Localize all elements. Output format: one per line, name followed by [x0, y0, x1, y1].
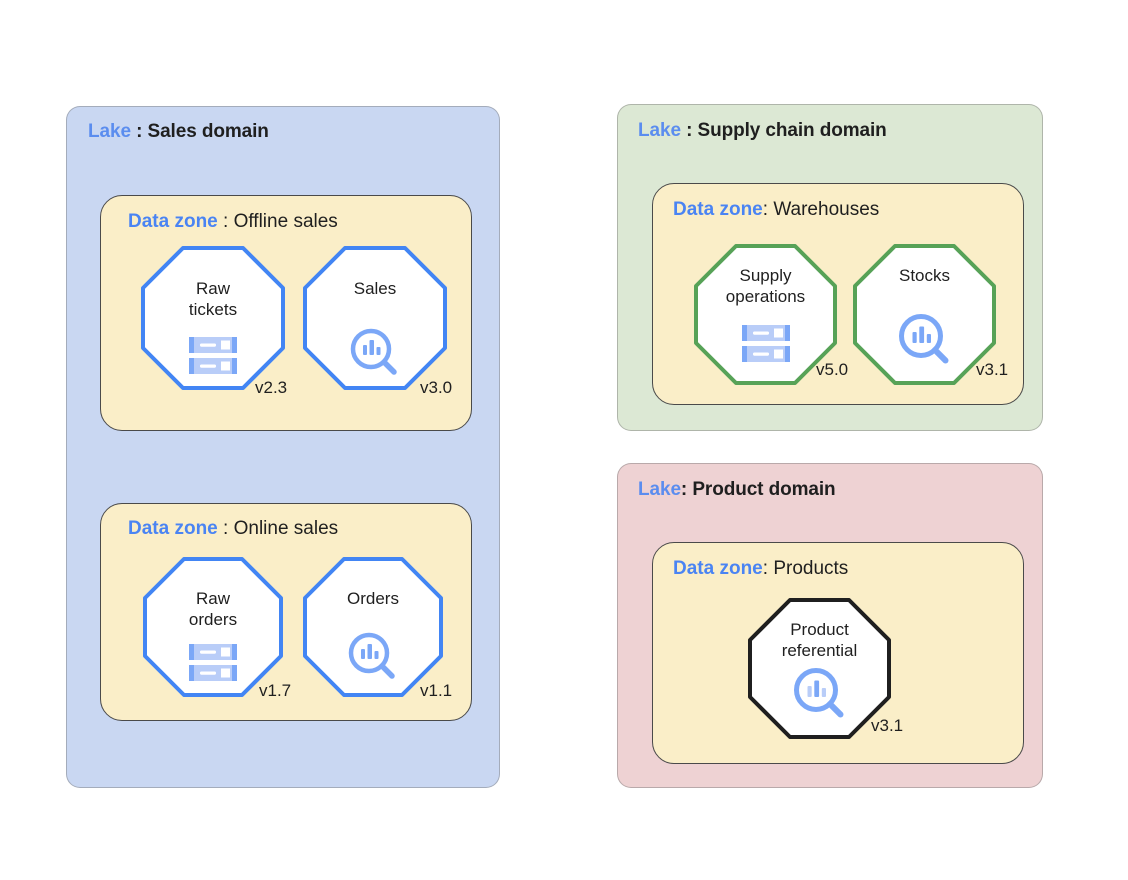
lake-supply-chain-domain-title: Lake : Supply chain domain [638, 120, 887, 142]
data-product-label: Supply operations [725, 266, 806, 306]
data-product-label: Raw orders [188, 589, 238, 629]
lake-separator: : [680, 120, 698, 141]
lake-separator: : [680, 479, 693, 500]
analytics-search-icon [792, 667, 848, 726]
data-product-product-referential[interactable]: Product referential [747, 597, 892, 740]
data-zone-name: Online sales [233, 518, 339, 539]
analytics-search-icon [347, 632, 399, 687]
data-product-sales[interactable]: Sales [302, 245, 448, 391]
lake-separator: : [130, 121, 148, 142]
lake-product-domain-title: Lake: Product domain [638, 479, 836, 501]
analytics-search-icon [349, 328, 401, 383]
database-icon [738, 323, 794, 370]
data-product-raw-tickets-version: v2.3 [255, 378, 288, 397]
lake-name: Product domain [692, 479, 836, 500]
octagon-shape [303, 557, 443, 697]
database-icon [185, 642, 241, 689]
data-zone-offline-sales-title: Data zone : Offline sales [128, 211, 338, 233]
data-zone-products-title: Data zone: Products [673, 558, 848, 580]
lake-name: Supply chain domain [697, 120, 887, 141]
data-zone-online-sales-title: Data zone : Online sales [128, 518, 338, 540]
data-product-supply-operations-version: v5.0 [816, 360, 849, 379]
lake-keyword: Lake [638, 479, 681, 500]
data-product-label: Raw tickets [188, 279, 238, 319]
octagon-shape [303, 246, 447, 390]
data-zone-name: Products [773, 558, 849, 579]
data-product-stocks[interactable]: Stocks [852, 243, 997, 386]
octagon-shape [694, 244, 837, 385]
data-zone-keyword: Data zone [128, 518, 218, 539]
octagon-shape [141, 246, 285, 390]
data-zone-separator: : [762, 199, 774, 220]
data-product-product-referential-version: v3.1 [871, 716, 904, 735]
data-zone-keyword: Data zone [673, 199, 763, 220]
data-product-label: Sales [353, 279, 397, 298]
lake-name: Sales domain [147, 121, 269, 142]
database-icon [185, 335, 241, 382]
lake-keyword: Lake [88, 121, 131, 142]
analytics-search-icon [897, 313, 953, 372]
lake-sales-domain-title: Lake : Sales domain [88, 121, 269, 143]
data-product-raw-tickets[interactable]: Raw tickets [140, 245, 286, 391]
data-product-label: Stocks [898, 266, 951, 285]
data-product-raw-orders-version: v1.7 [259, 681, 292, 700]
data-zone-name: Warehouses [773, 199, 880, 220]
data-product-orders-version: v1.1 [420, 681, 453, 700]
data-product-stocks-version: v3.1 [976, 360, 1009, 379]
data-zone-keyword: Data zone [673, 558, 763, 579]
data-product-raw-orders[interactable]: Raw orders [142, 556, 284, 698]
data-zone-name: Offline sales [233, 211, 338, 232]
octagon-shape [143, 557, 283, 697]
data-product-sales-version: v3.0 [420, 378, 453, 397]
data-product-orders[interactable]: Orders [302, 556, 444, 698]
data-zone-keyword: Data zone [128, 211, 218, 232]
data-product-supply-operations[interactable]: Supply operations [693, 243, 838, 386]
lake-keyword: Lake [638, 120, 681, 141]
data-zone-separator: : [217, 518, 234, 539]
data-zone-separator: : [217, 211, 234, 232]
data-zone-separator: : [762, 558, 774, 579]
data-product-label: Product referential [781, 620, 858, 660]
data-zone-warehouses-title: Data zone: Warehouses [673, 199, 879, 221]
data-product-label: Orders [347, 589, 399, 608]
